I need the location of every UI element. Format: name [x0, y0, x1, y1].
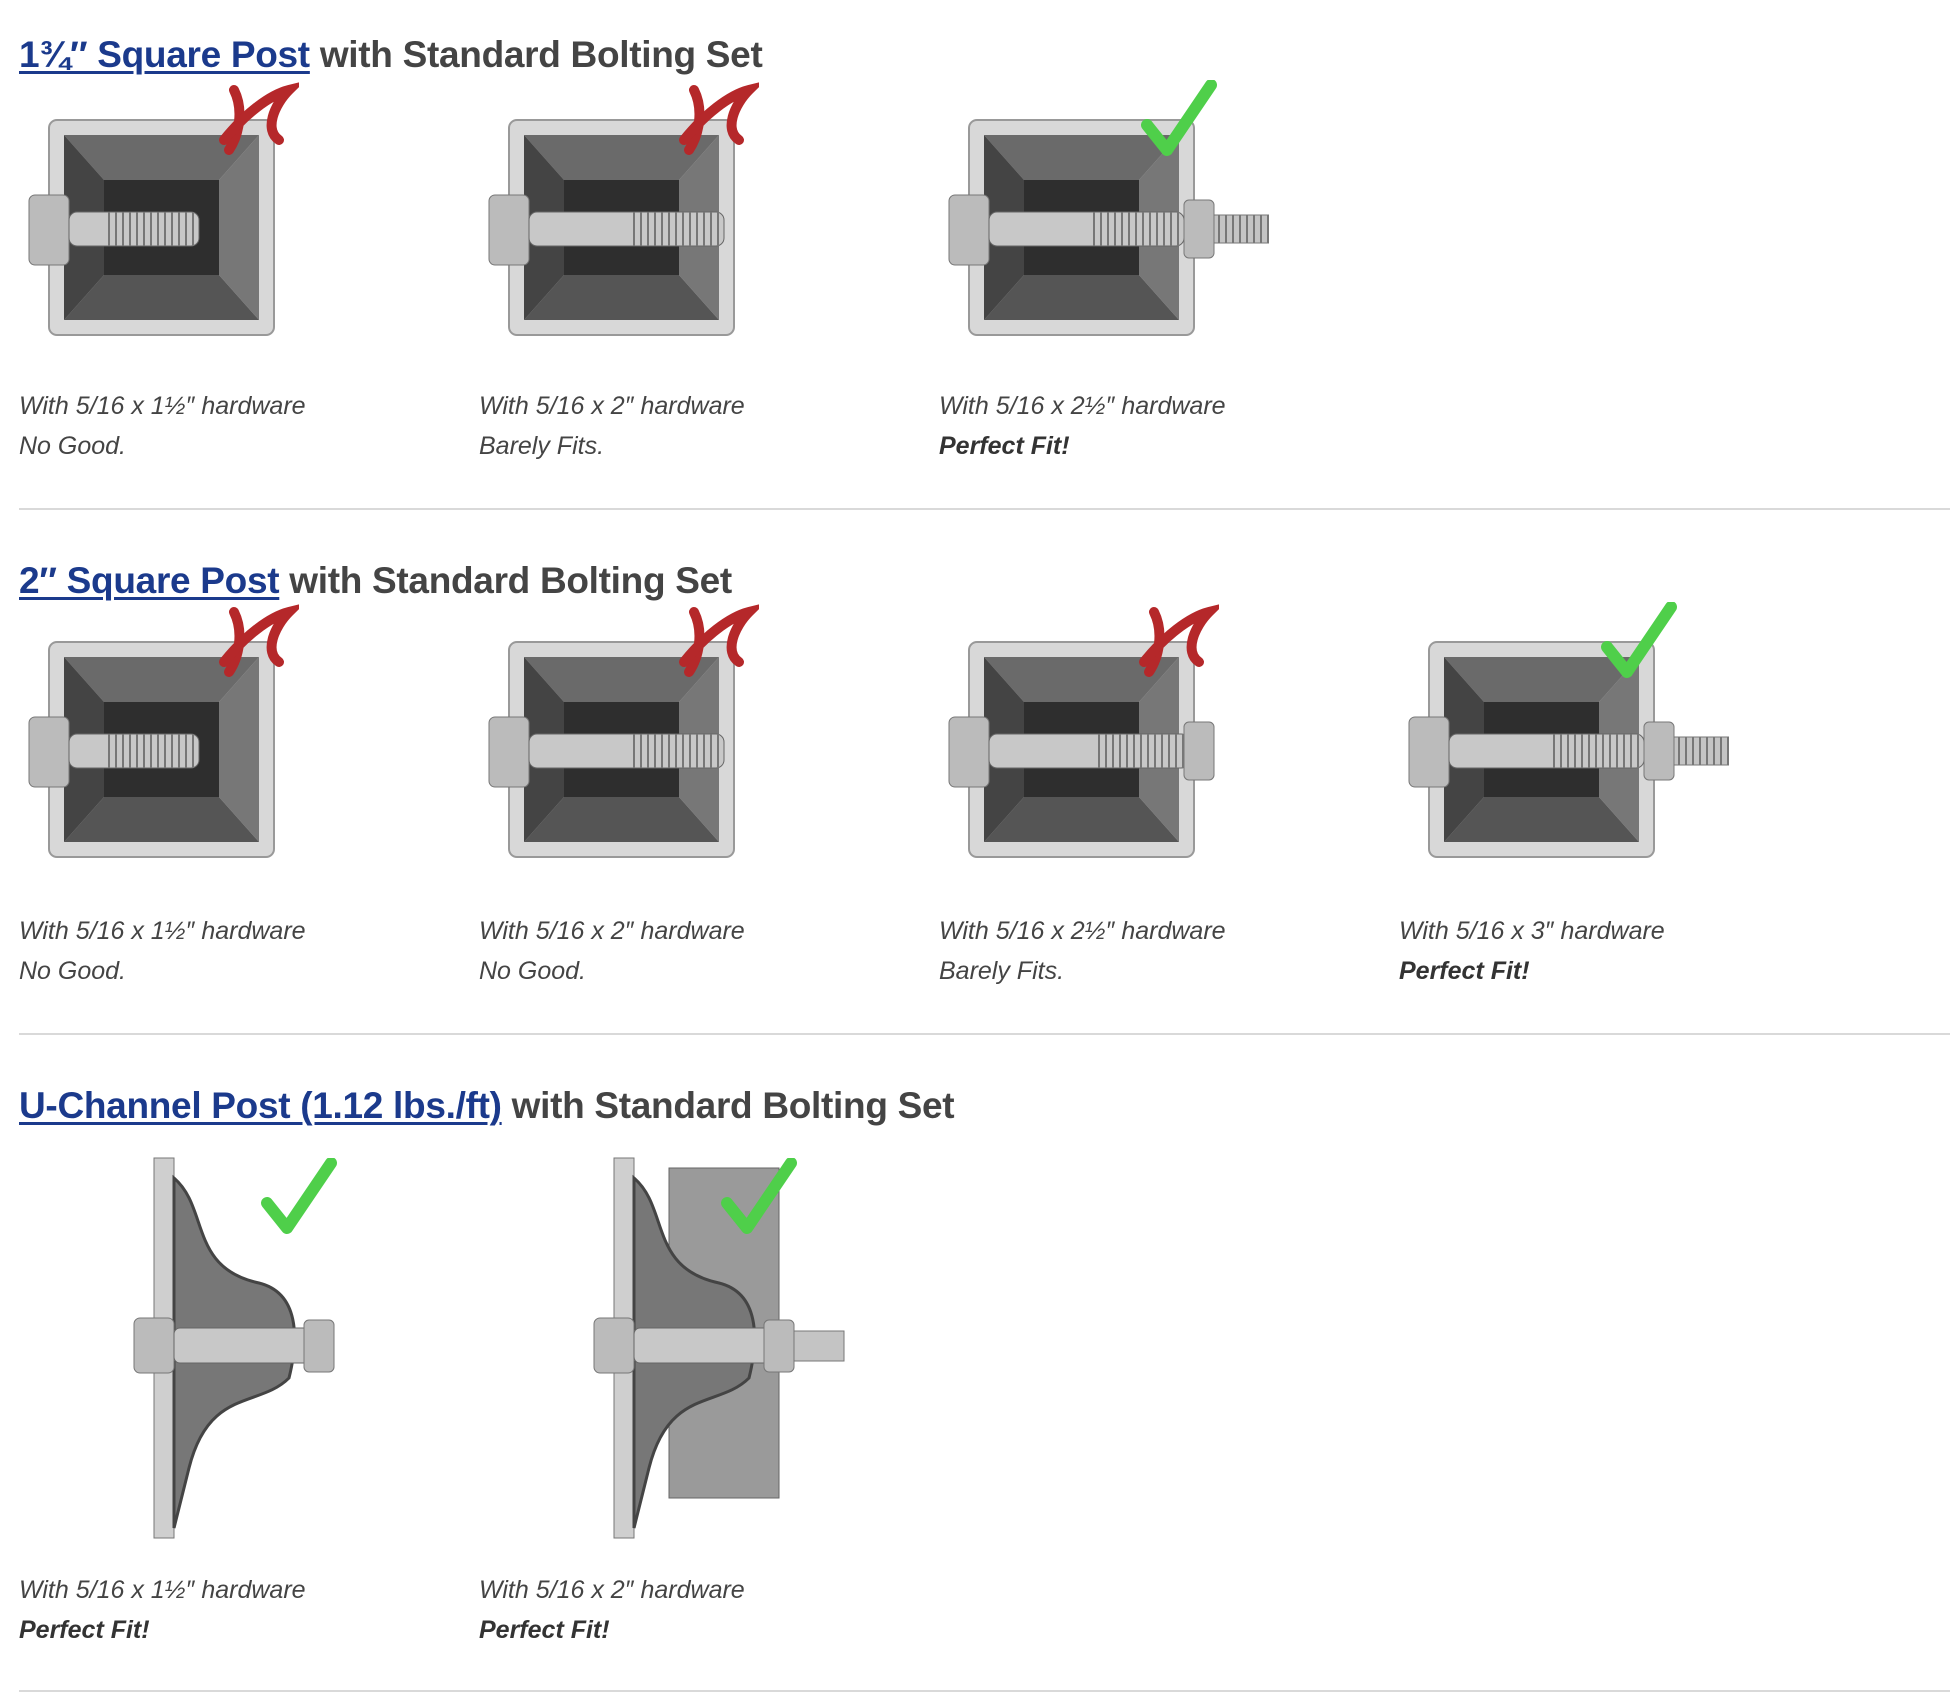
- option-image: [59, 1148, 389, 1548]
- square-post-photo: [948, 119, 1269, 336]
- square-post-photo: [28, 641, 275, 858]
- fit-verdict: Perfect Fit!: [1399, 957, 1530, 985]
- square-post-photo: [488, 641, 735, 858]
- section-heading: 2″ Square Post with Standard Bolting Set: [19, 560, 732, 602]
- hardware-caption: With 5/16 x 1½″ hardware: [19, 1576, 306, 1604]
- fit-verdict: No Good.: [19, 957, 127, 985]
- heading-suffix: with Standard Bolting Set: [309, 34, 763, 75]
- option-image: [479, 604, 809, 890]
- section-heading: 1¾″ Square Post with Standard Bolting Se…: [19, 34, 763, 76]
- section-heading: U-Channel Post (1.12 lbs./ft) with Stand…: [19, 1085, 955, 1127]
- check-icon: [261, 1158, 337, 1234]
- section-divider: [19, 1690, 1950, 1692]
- check-icon: [721, 1158, 797, 1234]
- fit-verdict: Barely Fits.: [939, 957, 1065, 985]
- option-image: [939, 80, 1269, 345]
- square-post-photo: [28, 119, 275, 336]
- x-icon: [679, 82, 759, 155]
- hardware-caption: With 5/16 x 2″ hardware: [479, 1576, 745, 1604]
- u-channel-post-photo: [593, 1157, 845, 1539]
- fit-verdict: Perfect Fit!: [939, 432, 1070, 460]
- square-post-photo: [948, 641, 1215, 858]
- option-image: [479, 82, 809, 345]
- option-image: [19, 82, 349, 345]
- hardware-caption: With 5/16 x 1½″ hardware: [19, 392, 306, 420]
- hardware-caption: With 5/16 x 2½″ hardware: [939, 917, 1226, 945]
- x-icon: [1139, 604, 1219, 677]
- post-link[interactable]: 1¾″ Square Post: [19, 34, 310, 75]
- fit-verdict: Perfect Fit!: [19, 1616, 150, 1644]
- u-channel-post-photo: [133, 1157, 335, 1539]
- hardware-caption: With 5/16 x 2″ hardware: [479, 392, 745, 420]
- option-image: [19, 604, 349, 890]
- option-image: [519, 1148, 849, 1548]
- fit-verdict: No Good.: [19, 432, 127, 460]
- section-divider: [19, 1033, 1950, 1035]
- x-icon: [219, 604, 299, 677]
- check-icon: [1601, 602, 1677, 678]
- hardware-caption: With 5/16 x 1½″ hardware: [19, 917, 306, 945]
- section-divider: [19, 508, 1950, 510]
- heading-suffix: with Standard Bolting Set: [279, 560, 732, 601]
- hardware-caption: With 5/16 x 3″ hardware: [1399, 917, 1665, 945]
- hardware-caption: With 5/16 x 2½″ hardware: [939, 392, 1226, 420]
- post-link[interactable]: U-Channel Post (1.12 lbs./ft): [19, 1085, 502, 1126]
- fit-verdict: Perfect Fit!: [479, 1616, 610, 1644]
- post-link[interactable]: 2″ Square Post: [19, 560, 280, 601]
- check-icon: [1141, 80, 1217, 156]
- option-image: [939, 604, 1269, 890]
- x-icon: [679, 604, 759, 677]
- hardware-caption: With 5/16 x 2″ hardware: [479, 917, 745, 945]
- fit-verdict: No Good.: [479, 957, 587, 985]
- heading-suffix: with Standard Bolting Set: [501, 1085, 955, 1126]
- fit-verdict: Barely Fits.: [479, 432, 605, 460]
- option-image: [1399, 602, 1729, 890]
- square-post-photo: [1408, 641, 1729, 858]
- x-icon: [219, 82, 299, 155]
- square-post-photo: [488, 119, 735, 336]
